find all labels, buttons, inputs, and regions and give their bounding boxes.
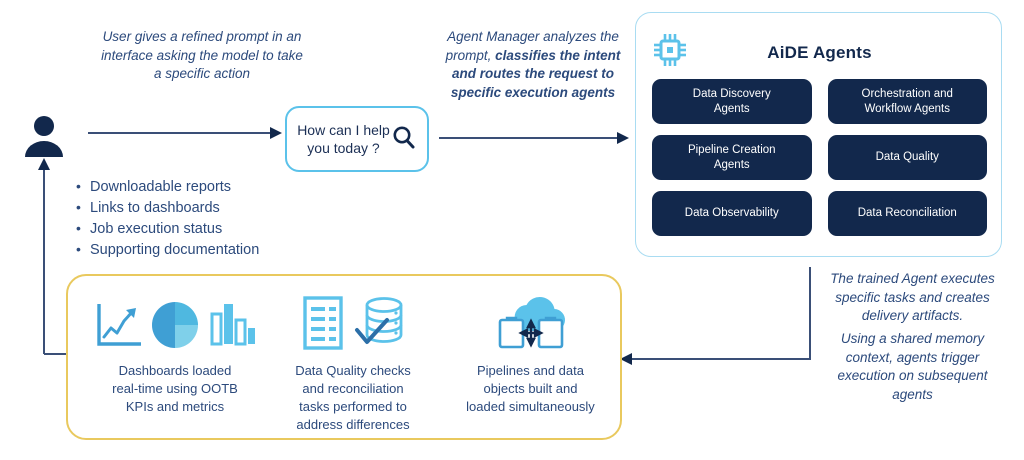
- cloud-clipboards-sync-icon: [498, 296, 565, 349]
- execution-note-2: Using a shared memory context, agents tr…: [837, 331, 988, 402]
- list-item: Downloadable reports: [76, 176, 259, 198]
- prompt-input-bubble[interactable]: How can I help you today ?: [285, 106, 429, 172]
- aide-agents-panel: AiDE Agents Data Discovery Agents Orches…: [635, 12, 1002, 257]
- agent-manager-note-bold: classifies the intent and routes the req…: [450, 47, 621, 100]
- execution-note-1: The trained Agent executes specific task…: [830, 271, 995, 323]
- line-chart-icon: [97, 304, 141, 346]
- user-icon: [22, 113, 66, 162]
- arrow-user-to-prompt: [88, 127, 282, 139]
- list-item: Supporting documentation: [76, 239, 259, 261]
- deliverables-list: Downloadable reports Links to dashboards…: [76, 176, 259, 261]
- pie-chart-icon: [152, 302, 198, 348]
- user-prompt-note: User gives a refined prompt in an interf…: [101, 29, 303, 81]
- pipelines-icon-group: [448, 294, 613, 352]
- agent-card-grid: Data Discovery Agents Orchestration and …: [652, 79, 987, 236]
- arrow-prompt-to-agents: [439, 132, 629, 144]
- dashboard-icon-group: [90, 294, 260, 352]
- prompt-text: How can I help you today ?: [297, 122, 390, 156]
- outcome-column-data-quality: Data Quality checks and reconciliation t…: [268, 294, 438, 434]
- outcome-caption-dashboards: Dashboards loaded real-time using OOTB K…: [112, 363, 238, 414]
- agent-card-data-reconciliation[interactable]: Data Reconciliation: [827, 191, 987, 236]
- outcome-column-dashboards: Dashboards loaded real-time using OOTB K…: [90, 294, 260, 416]
- agent-card-data-discovery[interactable]: Data Discovery Agents: [652, 79, 812, 124]
- arrow-agents-to-outcomes: [620, 267, 811, 365]
- outcome-column-pipelines: Pipelines and data objects built and loa…: [448, 294, 613, 416]
- list-item: Job execution status: [76, 218, 259, 240]
- agent-card-data-quality[interactable]: Data Quality: [827, 135, 987, 180]
- outcome-caption-pipelines: Pipelines and data objects built and loa…: [466, 363, 595, 414]
- agent-manager-note-plain: Agent Manager analyzes the prompt,: [445, 29, 619, 63]
- search-icon[interactable]: [391, 125, 417, 153]
- agent-card-pipeline-creation[interactable]: Pipeline Creation Agents: [652, 135, 812, 180]
- outcomes-panel: Dashboards loaded real-time using OOTB K…: [66, 274, 622, 440]
- aide-panel-title: AiDE Agents: [767, 43, 872, 62]
- database-check-icon: [355, 297, 403, 344]
- bar-chart-icon: [210, 304, 255, 346]
- checklist-document-icon: [303, 296, 343, 350]
- agent-manager-note: Agent Manager analyzes the prompt, class…: [438, 28, 628, 102]
- chip-icon: [654, 34, 686, 66]
- agent-card-data-observability[interactable]: Data Observability: [652, 191, 812, 236]
- data-quality-icon-group: [268, 294, 438, 352]
- outcome-caption-data-quality: Data Quality checks and reconciliation t…: [295, 363, 411, 432]
- agent-card-orchestration-workflow[interactable]: Orchestration and Workflow Agents: [827, 79, 987, 124]
- list-item: Links to dashboards: [76, 197, 259, 219]
